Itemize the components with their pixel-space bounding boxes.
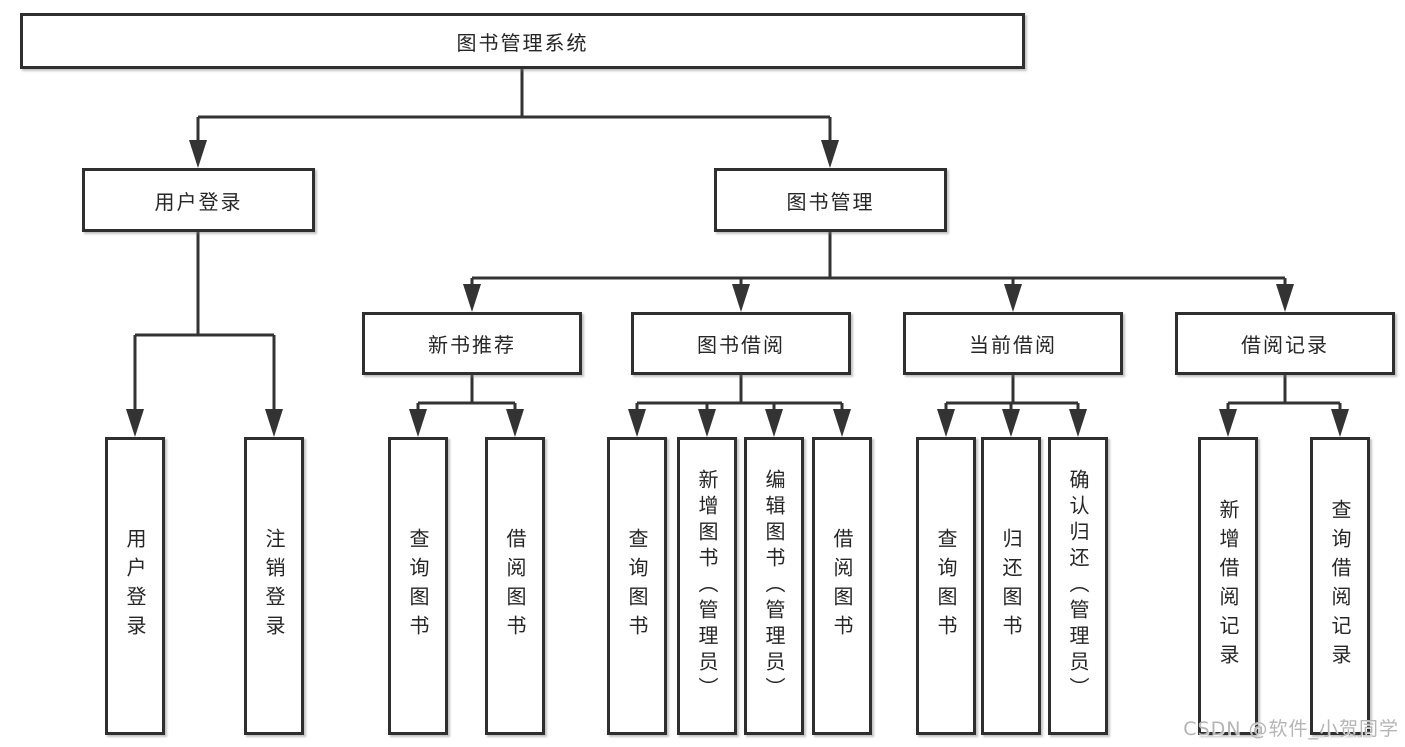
- leaf-records-add-record: 新增借阅记录: [1198, 437, 1258, 735]
- leaf-borrow-add-books-admin-label: 新增图书（管理员）: [695, 469, 719, 703]
- leaf-recommend-query-books-label: 查询图书: [406, 528, 430, 644]
- node-new-book-recommend: 新书推荐: [362, 312, 582, 375]
- node-borrow-records: 借阅记录: [1175, 312, 1395, 375]
- connector-current-to-leaves: [937, 375, 1087, 437]
- leaf-recommend-query-books: 查询图书: [388, 437, 448, 735]
- leaf-user-login-label: 用户登录: [123, 528, 147, 644]
- leaf-borrow-add-books-admin: 新增图书（管理员）: [677, 437, 737, 735]
- leaf-recommend-borrow-books: 借阅图书: [485, 437, 545, 735]
- leaf-records-query-record-label: 查询借阅记录: [1328, 499, 1352, 673]
- node-book-borrow: 图书借阅: [631, 312, 851, 375]
- connector-records-to-leaves: [1219, 375, 1349, 437]
- leaf-records-query-record: 查询借阅记录: [1310, 437, 1370, 735]
- node-library-management-system: 图书管理系统: [20, 13, 1025, 69]
- connector-login-to-leaves: [126, 232, 283, 437]
- leaf-borrow-query-books-label: 查询图书: [625, 528, 649, 644]
- node-book-management: 图书管理: [714, 168, 947, 232]
- leaf-borrow-edit-books-admin-label: 编辑图书（管理员）: [762, 469, 786, 703]
- leaf-logout: 注销登录: [244, 437, 304, 735]
- connector-management-to-level2: [463, 232, 1294, 312]
- connector-root-to-level1: [189, 69, 839, 168]
- leaf-borrow-query-books: 查询图书: [607, 437, 667, 735]
- leaf-current-query-books-label: 查询图书: [934, 528, 958, 644]
- leaf-user-login: 用户登录: [105, 437, 165, 735]
- leaf-current-return-books: 归还图书: [981, 437, 1041, 735]
- leaf-borrow-borrow-books-label: 借阅图书: [830, 528, 854, 644]
- connector-borrow-to-leaves: [628, 375, 851, 437]
- leaf-records-add-record-label: 新增借阅记录: [1216, 499, 1240, 673]
- leaf-current-confirm-return-admin: 确认归还（管理员）: [1048, 437, 1108, 735]
- leaf-borrow-edit-books-admin: 编辑图书（管理员）: [744, 437, 804, 735]
- leaf-current-confirm-return-admin-label: 确认归还（管理员）: [1066, 469, 1090, 703]
- leaf-current-return-books-label: 归还图书: [999, 528, 1023, 644]
- leaf-borrow-borrow-books: 借阅图书: [812, 437, 872, 735]
- node-current-borrow: 当前借阅: [903, 312, 1123, 375]
- leaf-current-query-books: 查询图书: [916, 437, 976, 735]
- node-user-login: 用户登录: [82, 168, 315, 232]
- leaf-logout-label: 注销登录: [262, 528, 286, 644]
- connector-recommend-to-leaves: [409, 375, 524, 437]
- csdn-watermark: CSDN @软件_小贺同学: [1183, 718, 1399, 740]
- leaf-recommend-borrow-books-label: 借阅图书: [503, 528, 527, 644]
